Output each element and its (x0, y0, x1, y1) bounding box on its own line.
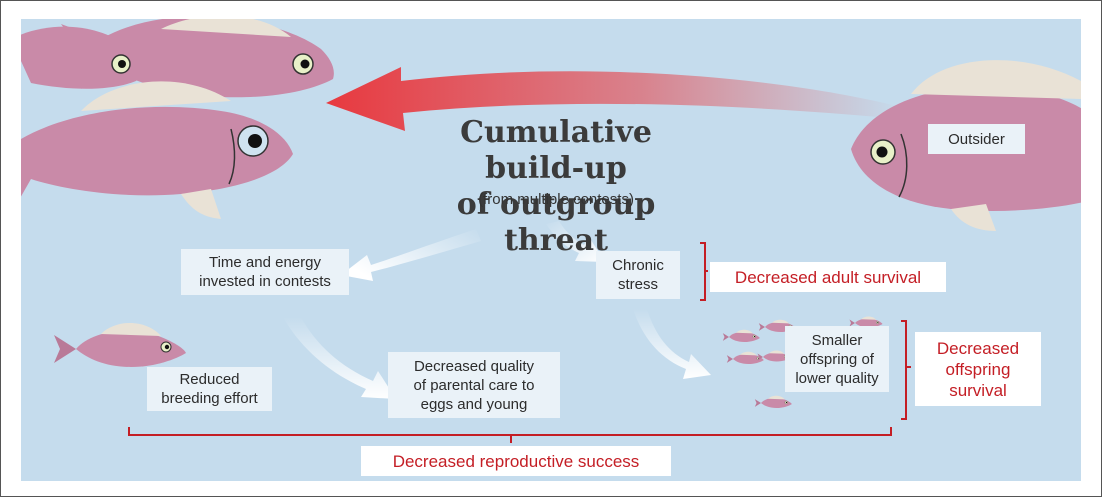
group-fish-icon (21, 19, 334, 219)
time-energy-box: Time and energy invested in contests (181, 249, 349, 295)
adult-survival-outcome: Decreased adult survival (710, 262, 946, 292)
offspring-survival-outcome: Decreased offspring survival (915, 332, 1041, 406)
reduced-breeding-box: Reduced breeding effort (147, 367, 272, 411)
diagram-title: Cumulative build-up of outgroup threat (456, 115, 656, 258)
reproductive-success-outcome: Decreased reproductive success (361, 446, 671, 476)
diagram-panel: Cumulative build-up of outgroup threat (… (21, 19, 1081, 481)
chronic-stress-box: Chronic stress (596, 251, 680, 299)
threat-arrow (326, 67, 901, 131)
parental-care-box: Decreased quality of parental care to eg… (388, 352, 560, 418)
white-arrows (283, 221, 711, 399)
diagram-subtitle: (from multiple contests) (478, 191, 634, 208)
smaller-offspring-box: Smaller offspring of lower quality (785, 326, 889, 392)
brackets (128, 242, 911, 443)
outsider-label: Outsider (928, 124, 1025, 154)
breeding-fish-icon (53, 322, 187, 368)
